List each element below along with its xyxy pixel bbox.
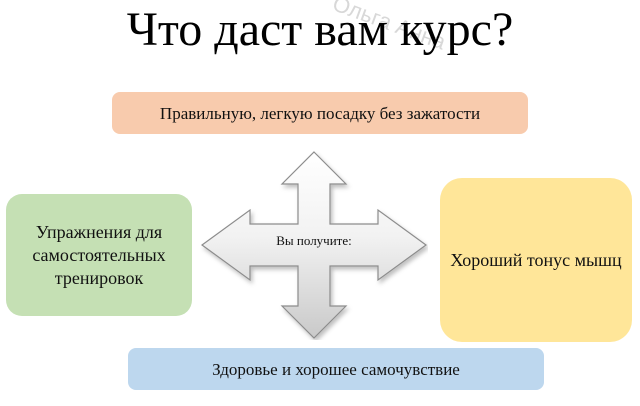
center-label: Вы получите: (276, 233, 352, 248)
benefit-box-bottom: Здоровье и хорошее самочувствие (128, 348, 544, 390)
benefit-box-right: Хороший тонус мышц (440, 178, 632, 342)
four-way-arrow-icon (200, 151, 428, 339)
benefit-box-left: Упражнения для самостоятельных тренирово… (6, 194, 192, 316)
slide-title: Что даст вам курс? (126, 3, 514, 56)
benefit-box-top: Правильную, легкую посадку без зажатости (112, 92, 528, 134)
four-way-arrow-shape (200, 151, 428, 339)
